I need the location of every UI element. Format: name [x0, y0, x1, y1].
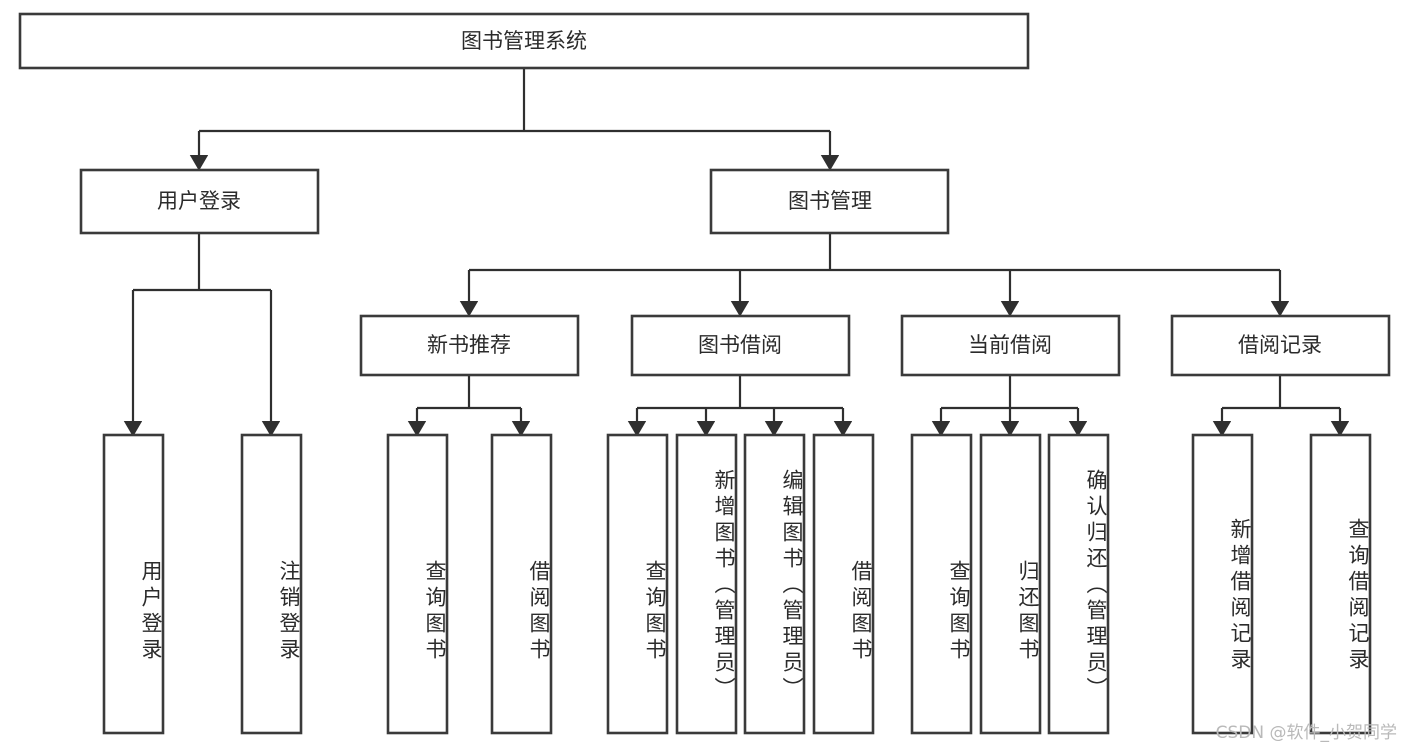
leaf-boxes [102, 433, 1372, 735]
node-book-borrow-box[interactable] [630, 314, 851, 377]
node-new-book-recommend-box[interactable] [359, 314, 580, 377]
node-user-login-label: 用户登录 [157, 189, 241, 213]
node-book-borrow[interactable]: 图书借阅 [630, 314, 851, 377]
node-new-book-recommend[interactable]: 新书推荐 [359, 314, 580, 377]
node-user-login[interactable]: 用户登录 [79, 168, 320, 235]
node-book-management-box[interactable] [709, 168, 950, 235]
leaf-box-borrow-4[interactable] [812, 433, 875, 735]
leaf-box-borrow-3[interactable] [743, 433, 806, 735]
csdn-watermark: CSDN @软件_小贺同学 [1215, 723, 1397, 743]
leaf-box-current-3[interactable] [1047, 433, 1110, 735]
leaf-box-user-login-2[interactable] [240, 433, 303, 735]
node-user-login-box[interactable] [79, 168, 320, 235]
node-book-management[interactable]: 图书管理 [709, 168, 950, 235]
node-root[interactable]: 图书管理系统 [18, 12, 1030, 70]
node-new-book-recommend-label: 新书推荐 [427, 333, 511, 357]
leaf-box-current-1[interactable] [910, 433, 973, 735]
node-root-box[interactable] [18, 12, 1030, 70]
leaf-box-user-login-1[interactable] [102, 433, 165, 735]
node-current-borrow[interactable]: 当前借阅 [900, 314, 1121, 377]
node-borrow-record[interactable]: 借阅记录 [1170, 314, 1391, 377]
leaf-box-borrow-1[interactable] [606, 433, 669, 735]
node-book-management-label: 图书管理 [788, 189, 872, 213]
leaf-box-new-book-1[interactable] [386, 433, 449, 735]
leaf-box-current-2[interactable] [979, 433, 1042, 735]
connectors [123, 68, 1350, 437]
leaf-box-borrow-2[interactable] [675, 433, 738, 735]
node-book-borrow-label: 图书借阅 [698, 333, 782, 357]
node-current-borrow-label: 当前借阅 [968, 333, 1052, 357]
leaf-box-new-book-2[interactable] [490, 433, 553, 735]
leaf-box-record-1[interactable] [1191, 433, 1254, 735]
node-root-label: 图书管理系统 [461, 29, 587, 53]
leaf-box-record-2[interactable] [1309, 433, 1372, 735]
node-borrow-record-label: 借阅记录 [1238, 333, 1322, 357]
node-borrow-record-box[interactable] [1170, 314, 1391, 377]
node-current-borrow-box[interactable] [900, 314, 1121, 377]
